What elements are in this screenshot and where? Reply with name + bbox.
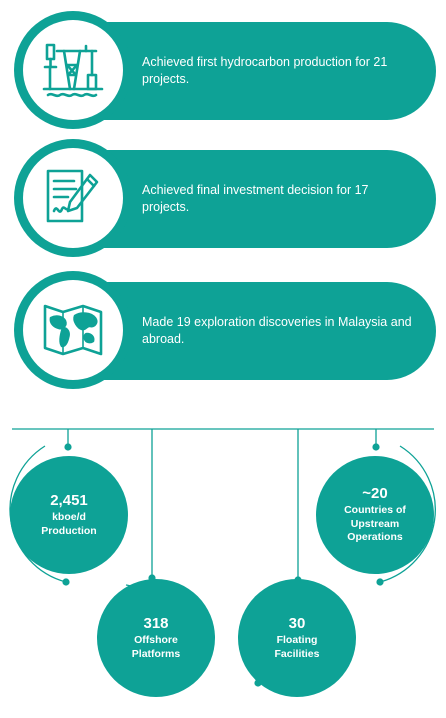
achievement-text: Made 19 exploration discoveries in Malay…	[142, 315, 412, 346]
achievement-card-production: Achieved first hydrocarbon production fo…	[14, 11, 436, 129]
achievement-card-exploration: Made 19 exploration discoveries in Malay…	[14, 271, 436, 389]
stat-value: ~20	[362, 485, 388, 503]
world-map-icon	[43, 304, 103, 356]
stat-label: Countries of Upstream Operations	[344, 504, 406, 544]
stat-value: 2,451	[50, 491, 88, 509]
stat-production: 2,451 kboe/d Production	[10, 456, 128, 574]
stat-value: 318	[143, 614, 169, 632]
icon-ring	[14, 271, 132, 389]
stat-offshore-platforms: 318 Offshore Platforms	[97, 579, 215, 697]
stat-label: kboe/d Production	[41, 510, 97, 537]
stat-floating-facilities: 30 Floating Facilities	[238, 579, 356, 697]
stat-value: 30	[288, 614, 306, 632]
oil-rig-icon	[42, 43, 104, 98]
achievement-text: Achieved first hydrocarbon production fo…	[142, 55, 388, 86]
stat-label: Offshore Platforms	[131, 633, 181, 660]
achievement-card-investment: Achieved final investment decision for 1…	[14, 139, 436, 257]
icon-ring	[14, 11, 132, 129]
signed-document-icon	[46, 169, 99, 223]
achievement-text: Achieved final investment decision for 1…	[142, 183, 369, 214]
stat-countries: ~20 Countries of Upstream Operations	[316, 456, 434, 574]
icon-ring	[14, 139, 132, 257]
stat-label: Floating Facilities	[274, 633, 320, 660]
